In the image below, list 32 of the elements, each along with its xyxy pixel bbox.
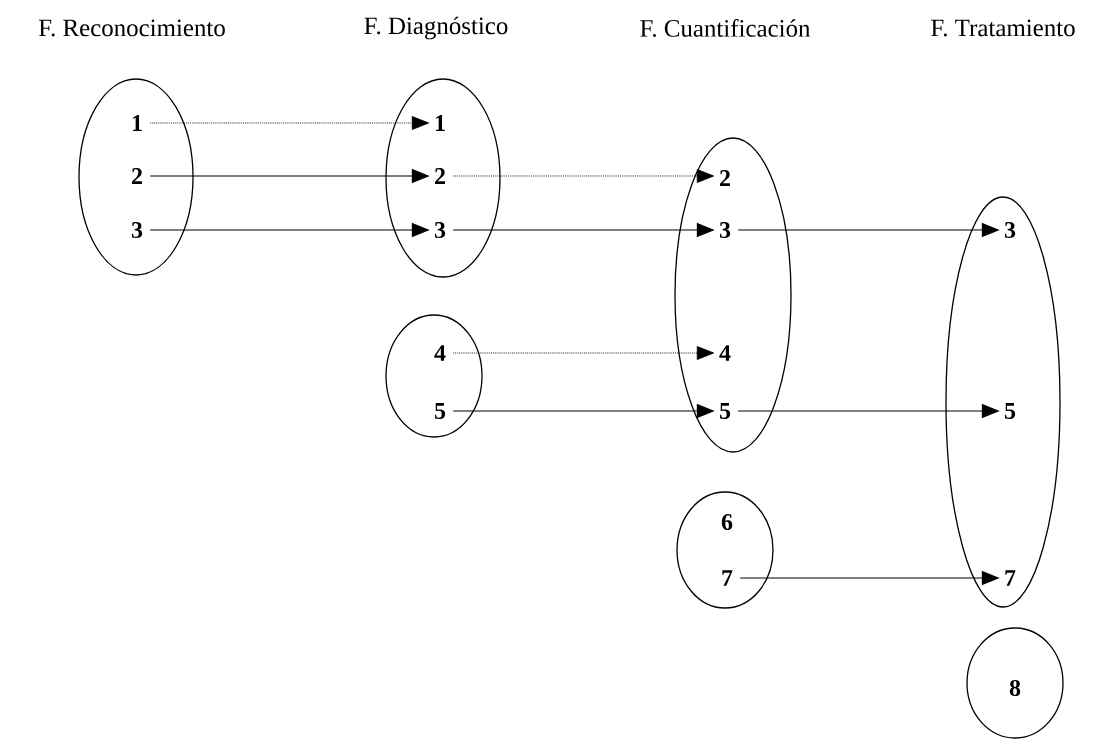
- number: 5: [1005, 403, 1016, 419]
- number: 4: [434, 345, 446, 361]
- number: 5: [720, 403, 731, 419]
- number: 3: [131, 221, 143, 239]
- dotted-arrow: [452, 346, 715, 360]
- number: 1: [435, 115, 445, 131]
- ellipse-outline: [676, 491, 774, 609]
- dotted-arrow: [149, 116, 430, 130]
- number: 7: [1005, 570, 1016, 586]
- number: 2: [720, 170, 730, 186]
- number: 5: [435, 403, 446, 419]
- ellipse-outline: [385, 78, 501, 278]
- column-heading: F. Reconocimiento: [38, 19, 225, 37]
- number: 7: [722, 570, 733, 586]
- number: 2: [132, 168, 142, 184]
- ellipse-outline: [385, 314, 483, 438]
- number: 6: [721, 513, 733, 531]
- number: 3: [719, 221, 731, 239]
- column-heading: F. Tratamiento: [931, 19, 1075, 37]
- ellipse-outline: [78, 78, 194, 276]
- column-heading: F. Diagnóstico: [364, 16, 508, 40]
- number: 3: [1004, 221, 1016, 239]
- ellipse-outline: [945, 196, 1061, 608]
- number: 1: [132, 115, 142, 131]
- ellipse-outline: [674, 137, 792, 453]
- number: 4: [719, 345, 731, 361]
- ellipse-outline: [966, 627, 1064, 739]
- number: 8: [1009, 679, 1021, 697]
- dotted-arrow: [452, 169, 715, 183]
- number: 2: [435, 168, 445, 184]
- column-heading: F. Cuantificación: [640, 19, 811, 37]
- number: 3: [434, 221, 446, 239]
